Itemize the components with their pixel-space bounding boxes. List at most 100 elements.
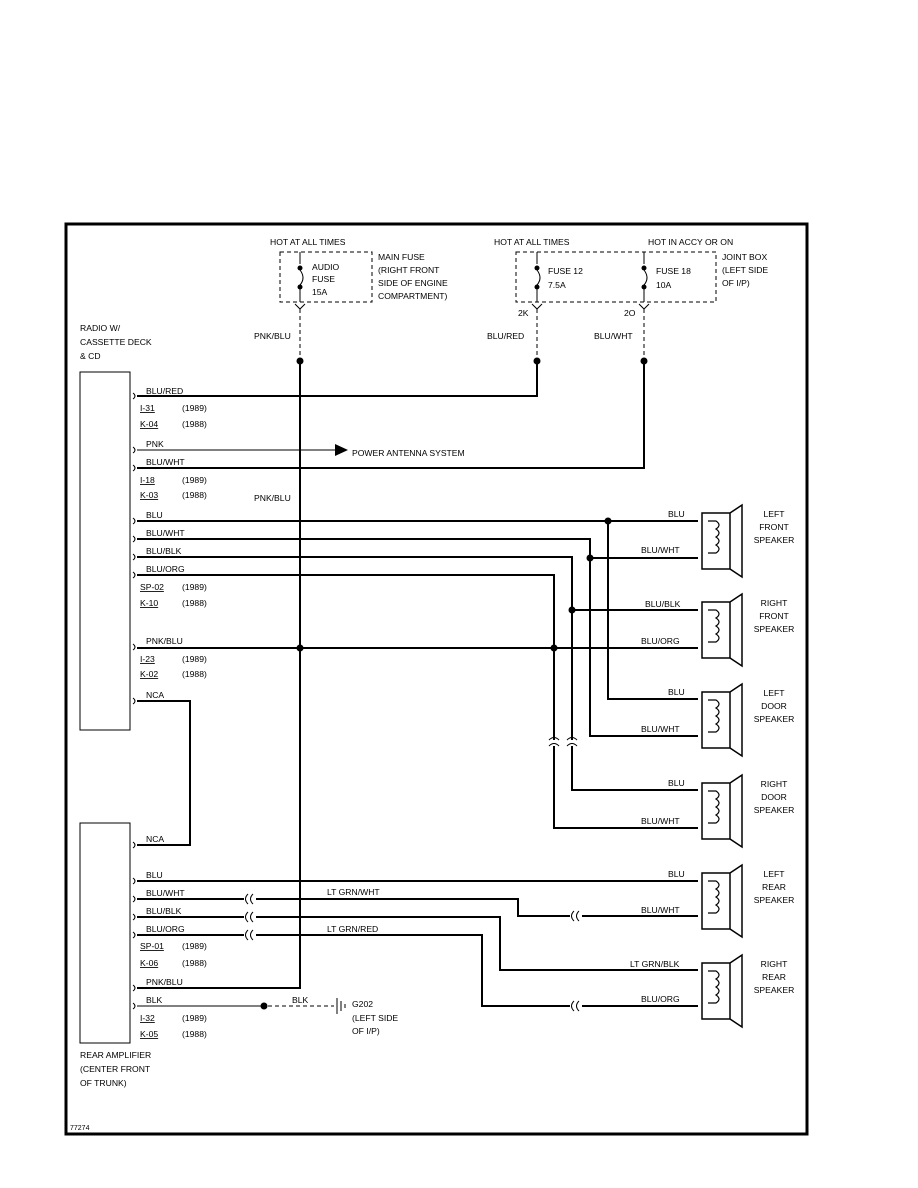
radio-year-1989-b: (1989) — [182, 475, 207, 485]
amp-year-1988-b: (1988) — [182, 1029, 207, 1039]
fuse12-label-1: FUSE 12 — [548, 266, 583, 276]
speaker-right-rear-label-3: SPEAKER — [754, 985, 795, 995]
rear-amplifier-unit — [79, 822, 131, 1044]
amp-label-3: OF TRUNK) — [80, 1078, 127, 1088]
radio-pin-k10: K-10 — [140, 598, 158, 608]
main-fuse-note-1: MAIN FUSE — [378, 252, 425, 262]
joint-box-note-1: JOINT BOX — [722, 252, 767, 262]
speaker-left-door-label-3: SPEAKER — [754, 714, 795, 724]
speaker-left-rear-label-1: LEFT — [763, 869, 785, 879]
audio-fuse-label-1: AUDIO — [312, 262, 340, 272]
speaker-right-door-label-3: SPEAKER — [754, 805, 795, 815]
amp-pin-nca: NCA — [146, 834, 164, 844]
speaker-right-door-label-1: RIGHT — [761, 779, 788, 789]
speaker-right-rear-label-2: REAR — [762, 972, 786, 982]
main-fuse-note-3: SIDE OF ENGINE — [378, 278, 448, 288]
amp-wires — [137, 880, 698, 1007]
fuse12-label-2: 7.5A — [548, 280, 566, 290]
speaker-right-front-label-3: SPEAKER — [754, 624, 795, 634]
radio-year-1989-c: (1989) — [182, 582, 207, 592]
amp-label-1: REAR AMPLIFIER — [80, 1050, 151, 1060]
wire-lr-1: BLU — [668, 869, 685, 879]
speaker-right-rear: RIGHT REAR SPEAKER — [701, 953, 795, 1029]
speaker-right-front-label-2: FRONT — [759, 611, 789, 621]
amp-pin-k06: K-06 — [140, 958, 158, 968]
radio-pin-i18: I-18 — [140, 475, 155, 485]
fuse-18 — [641, 252, 648, 302]
amp-year-1989-a: (1989) — [182, 941, 207, 951]
wire-rd-2: BLU/WHT — [641, 816, 680, 826]
radio-year-1989-d: (1989) — [182, 654, 207, 664]
wire-lf-2: BLU/WHT — [641, 545, 680, 555]
radio-pin-blu: BLU — [146, 510, 163, 520]
wire-lr-2: BLU/WHT — [641, 905, 680, 915]
joint-box-note-3: OF I/P) — [722, 278, 750, 288]
amp-pin-blu-wht: BLU/WHT — [146, 888, 185, 898]
amp-pin-blk: BLK — [146, 995, 163, 1005]
figure-id: 77274 — [70, 1125, 90, 1132]
wire-rr-1: LT GRN/BLK — [630, 959, 680, 969]
speaker-left-rear-label-2: REAR — [762, 882, 786, 892]
main-fuse-note-2: (RIGHT FRONT — [378, 265, 440, 275]
amp-pin-pnk-blu: PNK/BLU — [146, 977, 183, 987]
speaker-left-door-label-2: DOOR — [761, 701, 787, 711]
radio-pin-k03: K-03 — [140, 490, 158, 500]
wire-rf-2: BLU/ORG — [641, 636, 680, 646]
radio-year-1988-b: (1988) — [182, 490, 207, 500]
radio-pin-i23: I-23 — [140, 654, 155, 664]
ground-label-2: (LEFT SIDE — [352, 1013, 398, 1023]
amp-pin-sp01: SP-01 — [140, 941, 164, 951]
main-fuse-note-4: COMPARTMENT) — [378, 291, 448, 301]
radio-pin-pnk-blu: PNK/BLU — [146, 636, 183, 646]
radio-label-3: & CD — [80, 351, 101, 361]
wire-rr-2: BLU/ORG — [641, 994, 680, 1004]
amp-label-2: (CENTER FRONT — [80, 1064, 151, 1074]
amp-year-1989-b: (1989) — [182, 1013, 207, 1023]
hot-at-all-times-label-1: HOT AT ALL TIMES — [270, 237, 346, 247]
speaker-left-door-label-1: LEFT — [763, 688, 785, 698]
terminal-2k: 2K — [518, 308, 529, 318]
wire-ld-1: BLU — [668, 687, 685, 697]
radio-year-1989-a: (1989) — [182, 403, 207, 413]
amp-pin-k05: K-05 — [140, 1029, 158, 1039]
audio-fuse — [297, 252, 304, 302]
diagram-border — [64, 222, 809, 1136]
radio-unit — [79, 371, 131, 731]
terminal-2o: 2O — [624, 308, 636, 318]
speaker-left-front-label-3: SPEAKER — [754, 535, 795, 545]
ground-wire-label: BLK — [292, 995, 309, 1005]
speaker-right-door-label-2: DOOR — [761, 792, 787, 802]
radio-pin-blu-blk: BLU/BLK — [146, 546, 182, 556]
wire-rf-1: BLU/BLK — [645, 599, 681, 609]
fuse18-label-2: 10A — [656, 280, 672, 290]
amp-pin-blu-blk: BLU/BLK — [146, 906, 182, 916]
radio-pin-blu-wht: BLU/WHT — [146, 457, 185, 467]
amp-pin-blu-org: BLU/ORG — [146, 924, 185, 934]
ground-symbol — [336, 998, 346, 1014]
fuse18-label-1: FUSE 18 — [656, 266, 691, 276]
hot-in-accy-label: HOT IN ACCY OR ON — [648, 237, 733, 247]
speaker-right-rear-label-1: RIGHT — [761, 959, 788, 969]
joint-box — [515, 251, 717, 303]
fuse-12 — [534, 252, 541, 302]
feed-wire-blu-wht: BLU/WHT — [594, 331, 633, 341]
radio-pin-i31: I-31 — [140, 403, 155, 413]
main-fuse-box — [279, 251, 373, 303]
amp-pin-blu: BLU — [146, 870, 163, 880]
ground-label-3: OF I/P) — [352, 1026, 380, 1036]
wire-rd-1: BLU — [668, 778, 685, 788]
audio-fuse-label-3: 15A — [312, 287, 328, 297]
power-antenna-label: POWER ANTENNA SYSTEM — [352, 448, 465, 458]
speaker-left-front-label-1: LEFT — [763, 509, 785, 519]
speaker-symbols: LEFTFRONTSPEAKERRIGHTFRONTSPEAKERLEFTDOO… — [701, 503, 795, 1029]
amp-year-1988-a: (1988) — [182, 958, 207, 968]
speaker-right-door: RIGHT DOOR SPEAKER — [701, 773, 795, 849]
hot-at-all-times-label-2: HOT AT ALL TIMES — [494, 237, 570, 247]
speaker-left-door: LEFT DOOR SPEAKER — [701, 682, 795, 758]
wire-lt-grn-red: LT GRN/RED — [327, 924, 378, 934]
radio-pin-blu-org: BLU/ORG — [146, 564, 185, 574]
radio-pin-blu-red: BLU/RED — [146, 386, 183, 396]
radio-year-1988-d: (1988) — [182, 669, 207, 679]
